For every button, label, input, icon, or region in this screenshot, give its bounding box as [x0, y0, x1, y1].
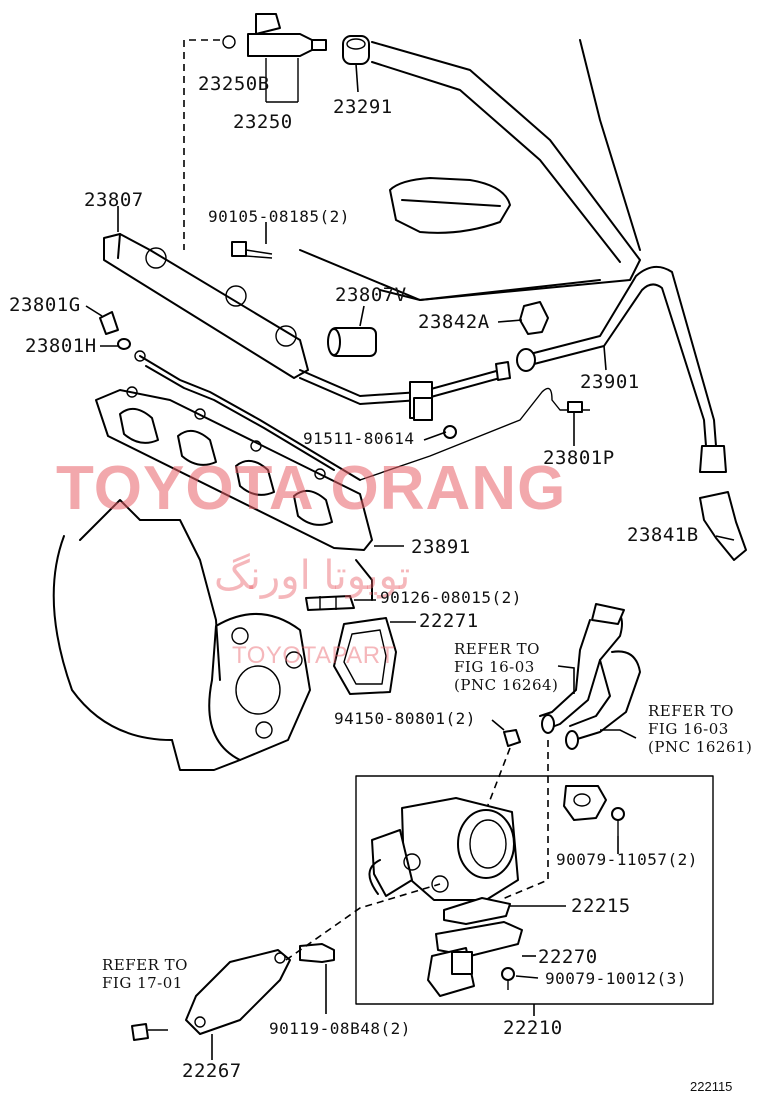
watermark-arabic: تويوتا اورنگ: [214, 553, 411, 599]
reference-line: FIG 16-03: [648, 720, 729, 738]
reference-note-fig-16-03-pnc-16264: REFER TO FIG 16-03 (PNC 16264): [454, 640, 558, 694]
throttle-body: [368, 797, 519, 901]
part-label-94150-80801: 94150-80801(2): [334, 709, 476, 728]
part-label-23842A: 23842A: [418, 311, 490, 333]
part-label-22271: 22271: [419, 610, 479, 632]
reference-line: FIG 17-01: [102, 974, 183, 992]
fuel-delivery-rail: [103, 233, 511, 421]
part-label-23291: 23291: [333, 96, 393, 118]
reference-note-fig-16-03-pnc-16261: REFER TO FIG 16-03 (PNC 16261): [648, 702, 752, 756]
figure-number: 222115: [690, 1079, 733, 1094]
throttle-body-bracket: [131, 883, 441, 1041]
watermark-brand: TOYOTA ORANG: [56, 454, 567, 523]
pulsation-damper: [327, 327, 377, 357]
hose-clamp: [519, 301, 549, 335]
fuel-hose: [516, 265, 727, 473]
reference-line: REFER TO: [454, 640, 540, 658]
part-label-90079-11057: 90079-11057(2): [556, 850, 698, 869]
reference-note-fig-17-01: REFER TO FIG 17-01: [102, 956, 188, 992]
rail-fittings: [99, 311, 146, 362]
throttle-position-sensor: [563, 785, 625, 836]
part-label-22270: 22270: [538, 946, 598, 968]
part-label-23801P: 23801P: [543, 447, 615, 469]
part-label-23901: 23901: [580, 371, 640, 393]
part-label-23891: 23891: [411, 536, 471, 558]
part-label-23801G: 23801G: [9, 294, 81, 316]
engine-cover-edge: [299, 249, 601, 301]
reference-line: REFER TO: [648, 702, 734, 720]
fuel-rail-harness: [139, 355, 361, 481]
engine-head-outline: [371, 39, 641, 301]
part-label-90126-08015: 90126-08015(2): [380, 588, 522, 607]
injector-dashed-leader: [183, 39, 220, 250]
watermark-site: TOYOTAPART: [232, 642, 396, 669]
throttle-body-gasket: [333, 617, 397, 695]
part-label-22267: 22267: [182, 1060, 242, 1082]
part-label-22215: 22215: [571, 895, 631, 917]
leader-lines: [85, 63, 735, 1060]
stud-bolt: [305, 595, 355, 611]
part-label-23841B: 23841B: [627, 524, 699, 546]
part-label-90105-08185: 90105-08185(2): [208, 207, 350, 226]
fuel-pipe-clamp-wire: [359, 387, 590, 481]
hose-dashed-leader: [499, 740, 549, 901]
engine-block-outline: [52, 499, 311, 771]
fuel-hose-clip: [699, 491, 747, 561]
reference-line: FIG 16-03: [454, 658, 535, 676]
part-label-23250B: 23250B: [198, 73, 270, 95]
part-label-23250: 23250: [233, 111, 293, 133]
reference-line: (PNC 16261): [648, 738, 753, 756]
intake-manifold-gasket: [95, 386, 373, 601]
part-label-22210: 22210: [503, 1017, 563, 1039]
idle-speed-control-valve: [427, 921, 523, 997]
part-label-90079-10012: 90079-10012(3): [545, 969, 687, 988]
part-label-23807: 23807: [84, 189, 144, 211]
injector-insulator: [342, 35, 370, 65]
reference-line: REFER TO: [102, 956, 188, 974]
part-label-23807V: 23807V: [335, 284, 407, 306]
fuel-injector: [222, 13, 327, 103]
idle-control-gasket: [443, 897, 566, 925]
part-label-91511-80614: 91511-80614: [303, 429, 415, 448]
water-by-pass-hoses: [539, 603, 641, 750]
part-label-90119-08B48: 90119-08B48(2): [269, 1019, 411, 1038]
flange-nut: [469, 729, 521, 851]
rail-bolt: [231, 241, 273, 259]
reference-line: (PNC 16264): [454, 676, 559, 694]
part-label-23801H: 23801H: [25, 335, 97, 357]
